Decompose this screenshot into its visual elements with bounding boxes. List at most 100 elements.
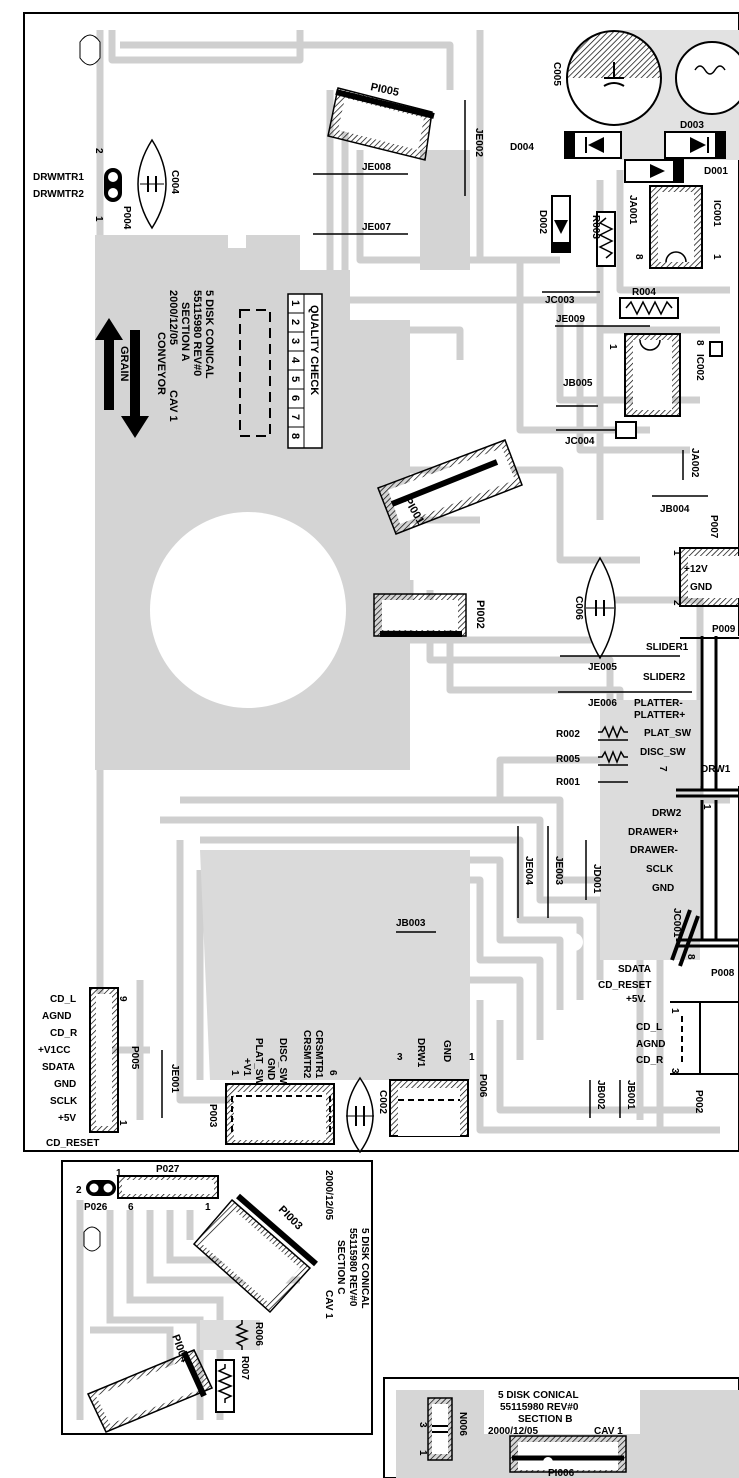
section-b-board: N006 3 1 5 DISK CONICAL 55115980 REV#0 S… [383,1377,739,1478]
svg-text:2000/12/05: 2000/12/05 [167,290,179,345]
svg-text:DISC_SW: DISC_SW [277,1038,288,1084]
jb001-label: JB001 [625,1080,636,1110]
svg-text:GND: GND [441,1040,452,1062]
gnd2-label: GND [652,883,674,894]
je008-label: JE008 [362,162,391,173]
svg-text:AGND: AGND [636,1039,665,1050]
platter-minus-label: PLATTER- [634,698,683,709]
quality-check-cell-6: 6 [289,395,301,401]
svg-text:R002: R002 [556,729,580,740]
svg-text:P009: P009 [712,624,736,635]
svg-text:2: 2 [76,1185,82,1196]
quality-check-table: QUALITY CHECK 1 2 3 4 5 6 7 8 [287,293,323,449]
svg-text:5 DISK CONICAL: 5 DISK CONICAL [203,290,215,379]
je009-label: JE009 [556,314,585,325]
r007-resistor: R007 [215,1356,250,1413]
jb003-label: JB003 [396,918,426,929]
svg-text:+V1: +V1 [241,1058,252,1077]
n006-capacitor: N006 3 1 [417,1397,468,1461]
svg-text:D003: D003 [680,120,704,131]
p002-connector: 1 CD_L AGND CD_R 3 P002 [636,1008,704,1114]
pi006-pad: PI006 [509,1435,627,1478]
pi001-pad: PI001 [377,439,523,535]
svg-text:IC001: IC001 [711,200,722,227]
svg-text:C002: C002 [377,1090,388,1114]
drawer-minus-label: DRAWER- [630,845,678,856]
r003-resistor: R003 JA001 [590,195,638,267]
svg-text:D004: D004 [510,142,534,153]
drw1-label: DRW1 [701,764,731,775]
svg-text:C004: C004 [169,170,180,194]
slider2-label: SLIDER2 [643,672,686,683]
section-a-board: QUALITY CHECK 1 2 3 4 5 6 7 8 5 DISK CON… [23,12,739,1154]
section-a-title: 5 DISK CONICAL 55115980 REV#0 SECTION A … [118,290,215,422]
svg-text:P007: P007 [708,515,719,539]
quality-check-cell-7: 7 [289,414,301,420]
svg-text:P026: P026 [84,1202,108,1213]
pi005-pad: PI005 [327,81,435,161]
svg-text:55115980 REV#0: 55115980 REV#0 [191,290,203,376]
svg-text:1: 1 [607,344,618,350]
conveyor-label: CONVEYOR [155,332,167,395]
svg-text:1: 1 [93,216,104,222]
svg-text:SECTION B: SECTION B [518,1414,572,1425]
svg-text:55115980 REV#0: 55115980 REV#0 [500,1402,579,1413]
svg-text:DRW1: DRW1 [415,1038,426,1068]
section-c-board: 2 P026 P027 1 6 1 PI003 R006 R007 [61,1160,373,1435]
svg-text:PI002: PI002 [474,600,486,629]
cd-reset-bottom-label: CD_RESET [46,1138,99,1149]
je006-label: JE006 [588,698,617,709]
svg-text:1: 1 [229,1070,240,1076]
ic001-chip: IC001 1 8 [633,185,722,269]
p003-connector: 1 6 +V1 PLAT_SW GND DISC_SW CRSMTR2 CRSM… [207,1030,338,1145]
jumper-pad [709,341,723,357]
je003-label: JE003 [553,856,564,885]
svg-text:2: 2 [671,600,682,606]
svg-text:5 DISK CONICAL: 5 DISK CONICAL [498,1390,579,1401]
dashed-outline [239,309,271,437]
svg-text:C005: C005 [551,62,562,86]
svg-text:R004: R004 [632,287,656,298]
p005-connector: 9 1 P005 [89,987,140,1133]
svg-text:1: 1 [671,550,682,556]
d002-diode: D002 [537,195,571,253]
ic002-chip: 8 IC002 1 [607,333,705,417]
d001-diode: D001 [624,159,728,183]
je001-label: JE001 [169,1064,180,1093]
d003-diode: D003 [664,120,726,159]
svg-text:PI005: PI005 [369,81,400,99]
svg-text:CAV 1: CAV 1 [594,1426,623,1437]
svg-text:8: 8 [633,254,644,260]
svg-text:CRSMTR2: CRSMTR2 [301,1030,312,1079]
svg-text:CD_L: CD_L [636,1022,662,1033]
je007-label: JE007 [362,222,391,233]
c002-capacitor: C002 [346,1076,388,1154]
jd001-label: JD001 [591,864,602,894]
svg-text:IC002: IC002 [694,354,705,381]
svg-text:CAV 1: CAV 1 [167,390,179,422]
svg-text:6: 6 [327,1070,338,1076]
svg-text:CD_R: CD_R [50,1028,78,1039]
svg-text:C006: C006 [573,596,584,620]
svg-text:1: 1 [469,1052,475,1063]
quality-check-cell-8: 8 [289,433,301,439]
svg-text:1: 1 [116,1168,122,1179]
svg-text:CRSMTR1: CRSMTR1 [313,1030,324,1079]
svg-text:D001: D001 [704,166,728,177]
svg-text:5 DISK CONICAL: 5 DISK CONICAL [359,1228,370,1309]
p007-connector: P007 +12V GND 1 2 [671,515,739,607]
svg-text:8: 8 [694,340,705,346]
pi002-pad: PI002 [373,593,486,637]
svg-text:1: 1 [205,1202,211,1213]
svg-text:2000/12/05: 2000/12/05 [488,1426,538,1437]
svg-text:PLAT_SW: PLAT_SW [253,1038,264,1086]
grain-arrows [95,318,149,438]
svg-text:N006: N006 [457,1412,468,1436]
svg-text:R007: R007 [239,1356,250,1380]
svg-text:1: 1 [417,1450,428,1456]
svg-text:SDATA: SDATA [42,1062,75,1073]
c003-capacitor-outline [675,41,739,115]
svg-text:1: 1 [701,804,712,810]
svg-text:CD_R: CD_R [636,1055,664,1066]
svg-text:PI006: PI006 [548,1468,575,1478]
